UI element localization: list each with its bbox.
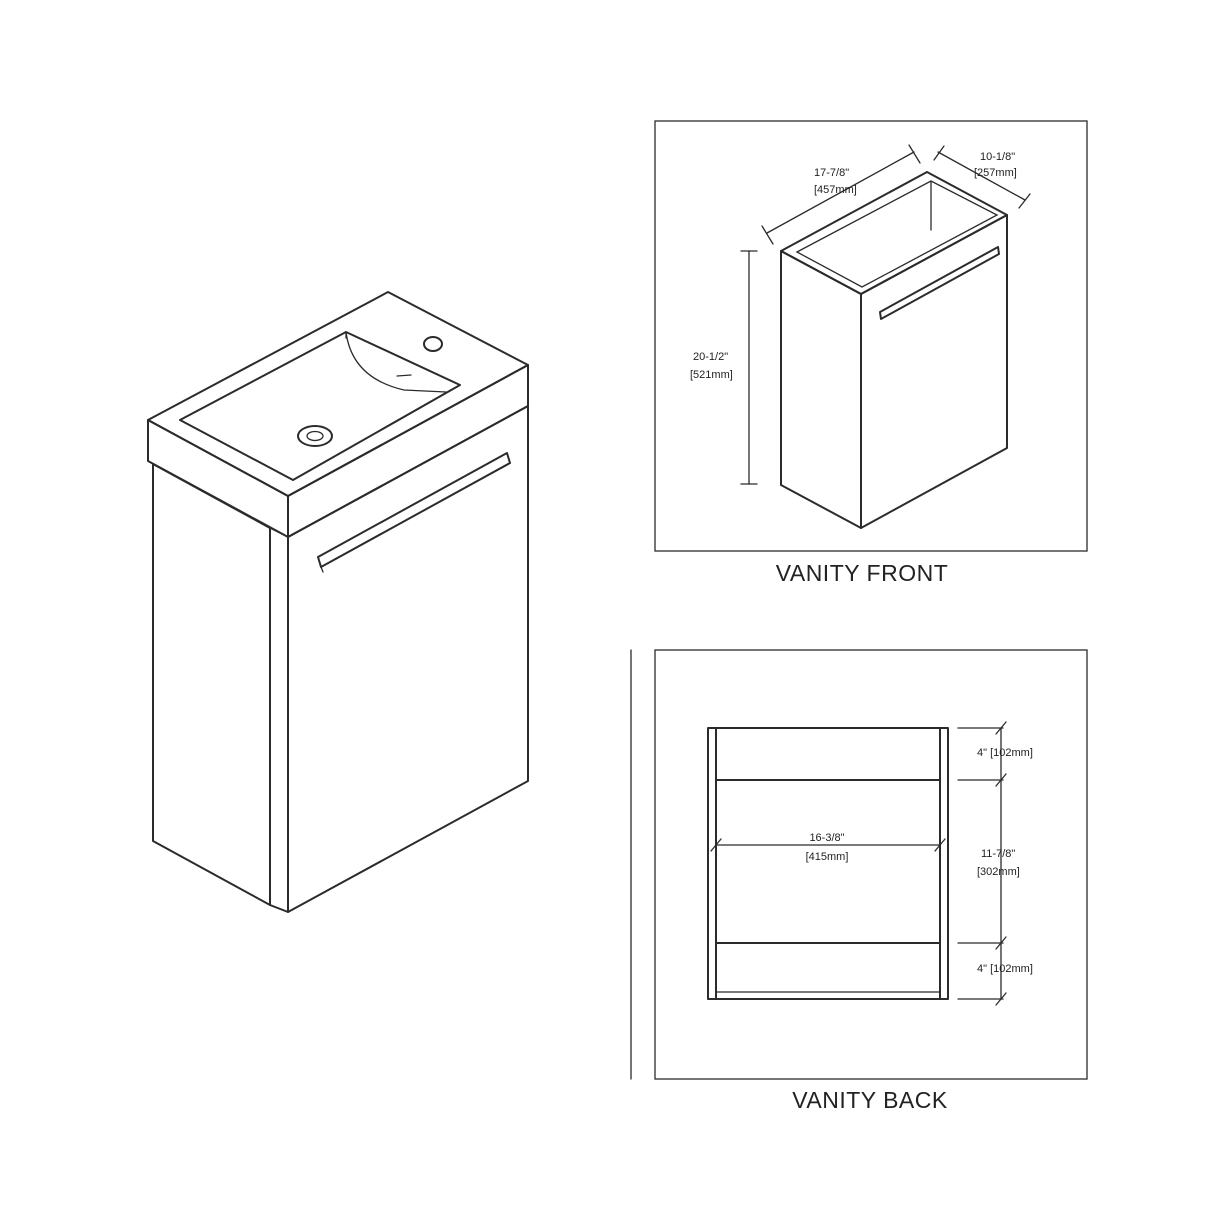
back-top-rail-dim: 4" [102mm] (977, 747, 1033, 759)
front-width-mm: [457mm] (814, 184, 857, 196)
cabinet-back-outline (707, 727, 949, 1000)
cabinet-side (780, 250, 862, 529)
front-caption: VANITY FRONT (776, 560, 949, 586)
back-view-drawing (707, 721, 1007, 1006)
back-bottom-rail-dim: 4" [102mm] (977, 963, 1033, 975)
front-height-in: 20-1/2" (693, 351, 728, 363)
cabinet-door-front (860, 214, 1008, 529)
front-depth-mm: [257mm] (974, 167, 1017, 179)
vanity-isometric-drawing (147, 291, 529, 913)
basin-back-curve (345, 331, 447, 393)
door-handle-front (879, 246, 1000, 320)
door-handle (317, 452, 511, 568)
countertop-top (147, 291, 529, 497)
drain-icon (297, 425, 333, 447)
cabinet-side-panel (152, 463, 271, 906)
back-opening-mm: [302mm] (977, 866, 1020, 878)
sink-basin (179, 331, 461, 481)
back-view-frame (654, 649, 1088, 1080)
front-depth-in: 10-1/8" (980, 151, 1015, 163)
cabinet-door (287, 405, 529, 913)
back-inner-width-in: 16-3/8" (809, 832, 844, 844)
front-view-drawing (740, 144, 1031, 529)
countertop-left-face (147, 419, 289, 538)
back-inner-width-mm: [415mm] (806, 851, 849, 863)
front-width-in: 17-7/8" (814, 167, 849, 179)
front-height-mm: [521mm] (690, 369, 733, 381)
back-caption: VANITY BACK (792, 1087, 948, 1113)
faucet-hole-icon (423, 336, 443, 352)
overflow-slot (396, 374, 412, 377)
back-opening-in: 11-7/8" (981, 848, 1015, 860)
front-view-frame (654, 120, 1088, 552)
